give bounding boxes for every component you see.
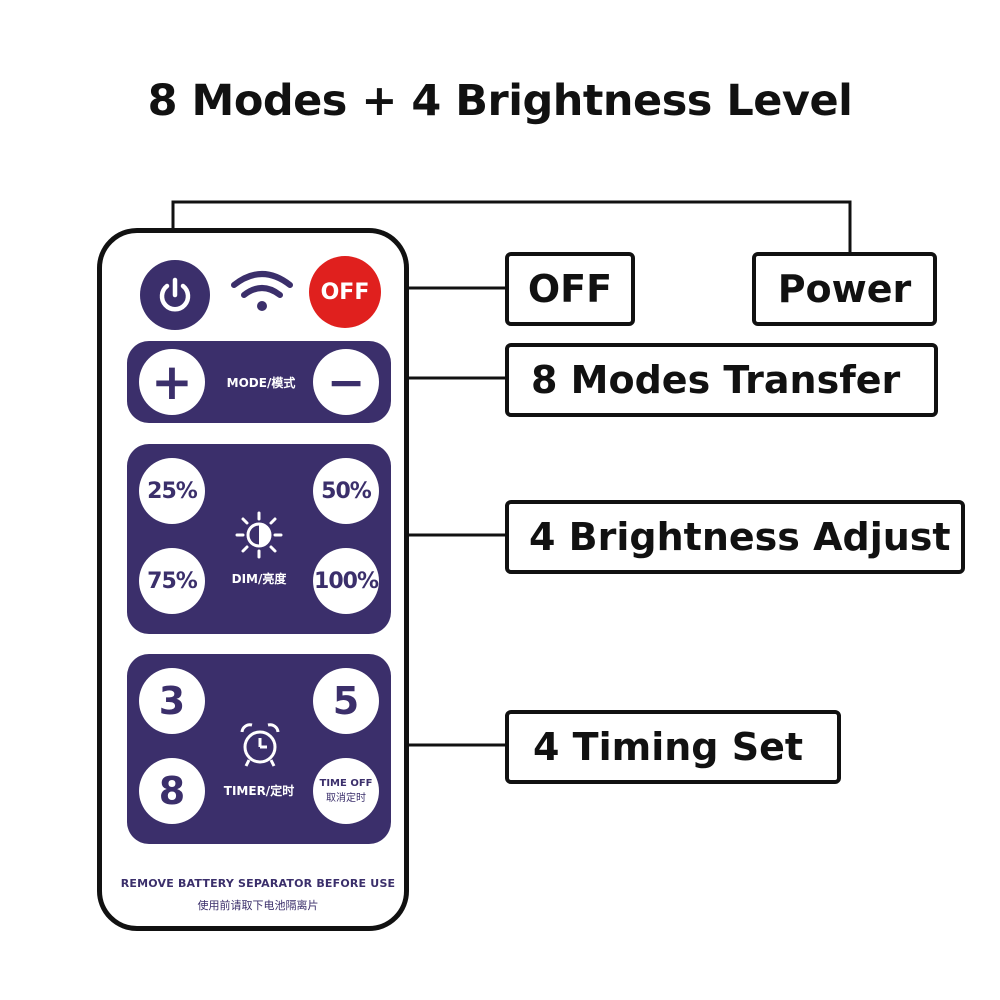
- mode-panel: + MODE/模式 −: [127, 341, 391, 423]
- wifi-icon: [231, 271, 293, 311]
- label-timing-set: 4 Timing Set: [505, 710, 841, 784]
- time-off-button[interactable]: TIME OFF 取消定时: [313, 758, 379, 824]
- timer-label: TIMER/定时: [223, 784, 295, 798]
- time-off-label-en: TIME OFF: [319, 778, 373, 789]
- power-icon: [159, 277, 191, 312]
- battery-notice-cn: 使用前请取下电池隔离片: [197, 899, 319, 912]
- label-power: Power: [752, 252, 937, 326]
- brightness-25-button[interactable]: 25%: [139, 458, 205, 524]
- mode-minus-button[interactable]: −: [313, 349, 379, 415]
- power-button[interactable]: [140, 260, 210, 330]
- label-modes-transfer: 8 Modes Transfer: [505, 343, 938, 417]
- off-button[interactable]: OFF: [309, 256, 381, 328]
- page-title: 8 Modes + 4 Brightness Level: [147, 76, 853, 126]
- alarm-clock-icon: [240, 723, 280, 767]
- mode-plus-button[interactable]: +: [139, 349, 205, 415]
- timer-3-button[interactable]: 3: [139, 668, 205, 734]
- remote-control: OFF + MODE/模式 − 25% 50% 75% 100%: [97, 228, 409, 931]
- timer-5-button[interactable]: 5: [313, 668, 379, 734]
- label-brightness-adjust: 4 Brightness Adjust: [505, 500, 965, 574]
- brightness-100-button[interactable]: 100%: [313, 548, 379, 614]
- mode-label: MODE/模式: [226, 376, 296, 390]
- brightness-icon: [235, 511, 283, 559]
- off-button-label: OFF: [320, 279, 370, 305]
- label-off: OFF: [505, 252, 635, 326]
- dim-label: DIM/亮度: [231, 572, 287, 586]
- battery-notice-en: REMOVE BATTERY SEPARATOR BEFORE USE: [120, 877, 396, 890]
- time-off-label-cn: 取消定时: [326, 793, 366, 804]
- brightness-75-button[interactable]: 75%: [139, 548, 205, 614]
- brightness-panel: 25% 50% 75% 100% DIM/亮度: [127, 444, 391, 634]
- brightness-50-button[interactable]: 50%: [313, 458, 379, 524]
- timer-panel: 3 5 8 TIME OFF 取消定时 TIMER/定时: [127, 654, 391, 844]
- timer-8-button[interactable]: 8: [139, 758, 205, 824]
